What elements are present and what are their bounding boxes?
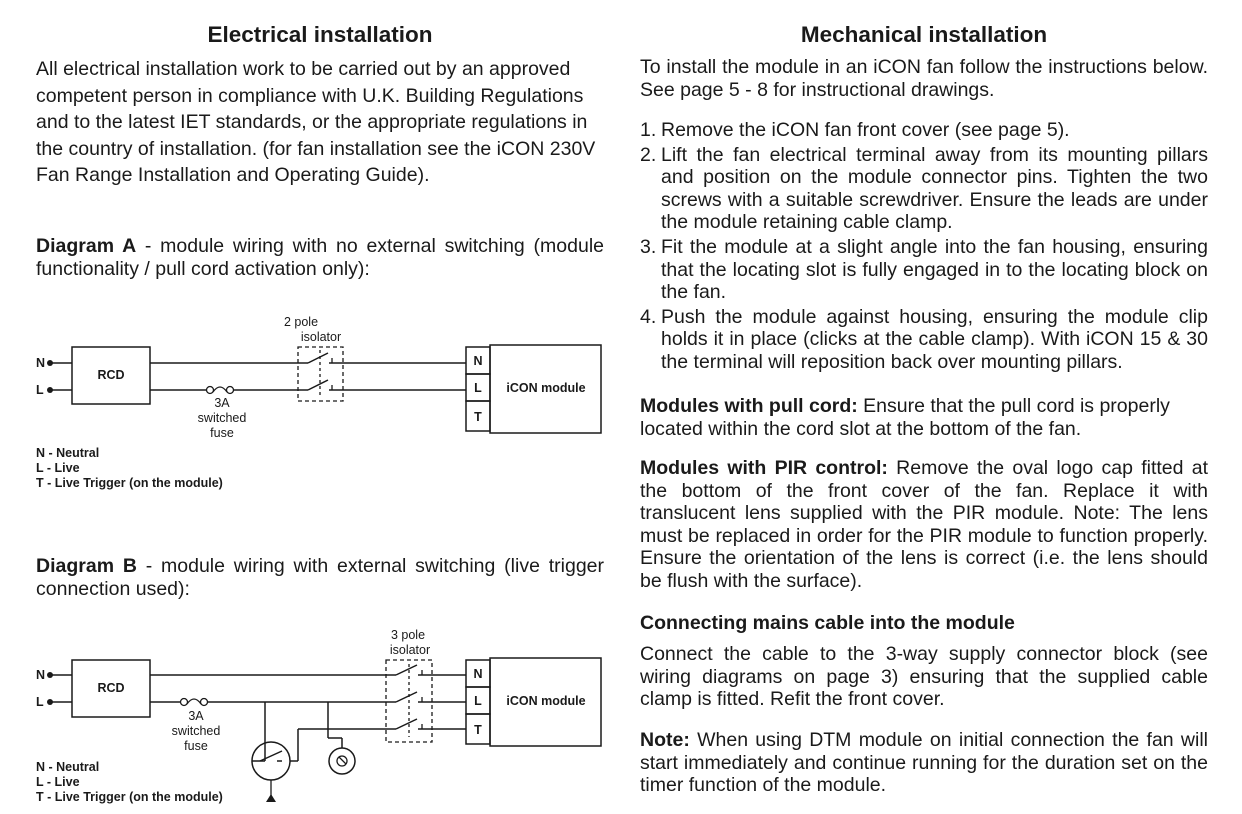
diagram-b-fuse-symbol: [179, 697, 209, 707]
mains-cable-heading: Connecting mains cable into the module: [640, 612, 1015, 634]
diagram-a-fuse-label-1: 3A: [214, 396, 230, 410]
diagram-a-legend: N - Neutral L - Live T - Live Trigger (o…: [36, 446, 223, 490]
diagram-a-isolator-label-2: isolator: [301, 330, 341, 344]
diagram-a-isolator-label-1: 2 pole: [284, 315, 318, 329]
diagram-b-fuse-label-2: switched: [172, 724, 221, 738]
step-number: 4.: [640, 305, 657, 328]
note-paragraph: Note: When using DTM module on initial c…: [640, 729, 1208, 797]
diagram-b-terminal-t: T: [474, 723, 482, 737]
diagram-a-fuse-label-2: switched: [198, 411, 247, 425]
step-number: 2.: [640, 143, 657, 166]
diagram-b-legend-live: L - Live: [36, 774, 80, 789]
installation-step: 1.Remove the iCON fan front cover (see p…: [640, 119, 1208, 142]
step-text: Remove the iCON fan front cover (see pag…: [661, 119, 1070, 141]
diagram-a-legend-neutral: N - Neutral: [36, 446, 100, 460]
diagram-b-legend: N - Neutral L - Live T - Live Trigger (o…: [36, 760, 223, 804]
diagram-b-rcd-label: RCD: [97, 681, 124, 695]
note-label: Note:: [640, 729, 690, 751]
diagram-b-legend-neutral: N - Neutral: [36, 760, 100, 774]
electrical-installation-heading: Electrical installation: [207, 22, 433, 47]
diagram-a-terminal-t: T: [474, 410, 482, 424]
diagram-b-caption: Diagram B - module wiring with external …: [36, 555, 604, 600]
diagram-a-legend-live: L - Live: [36, 460, 80, 475]
diagram-b-rcd-box: [71, 659, 151, 718]
diagram-b-description: - module wiring with external switching …: [36, 555, 605, 600]
diagram-b-module-label: iCON module: [506, 694, 585, 708]
diagram-a-module-label: iCON module: [506, 381, 585, 395]
diagram-b-fuse-label-1: 3A: [188, 709, 204, 723]
pull-cord-label: Modules with pull cord:: [640, 395, 858, 417]
installation-step: 2.Lift the fan electrical terminal away …: [640, 144, 1208, 234]
mechanical-installation-heading: Mechanical installation: [800, 22, 1048, 47]
diagram-b-terminal-l: L: [474, 694, 482, 708]
diagram-a-l-label: L: [36, 383, 44, 397]
diagram-a-label: Diagram A: [36, 235, 137, 257]
diagram-b-fuse-label-3: fuse: [184, 739, 208, 753]
step-number: 3.: [640, 235, 657, 258]
diagram-b-legend-trigger: T - Live Trigger (on the module): [36, 789, 223, 804]
diagram-a-rcd-box: [71, 346, 151, 405]
diagram-b-pir-sensor-symbol: [328, 747, 356, 775]
diagram-a-legend-trigger: T - Live Trigger (on the module): [36, 475, 223, 490]
installation-step: 3.Fit the module at a slight angle into …: [640, 236, 1208, 304]
installation-steps-list: 1.Remove the iCON fan front cover (see p…: [640, 119, 1208, 376]
diagram-b-module-box: [489, 657, 602, 747]
diagram-b-isolator-label-2: isolator: [390, 643, 430, 657]
pir-control-paragraph: Modules with PIR control: Remove the ova…: [640, 457, 1208, 593]
diagram-a-fuse-symbol: [205, 385, 235, 395]
diagram-b-ceiling-switch-symbol: [251, 741, 291, 802]
step-text: Fit the module at a slight angle into th…: [661, 235, 1208, 304]
diagram-b-terminal-n: N: [473, 667, 482, 681]
diagram-b-isolator-label-1: 3 pole: [391, 628, 425, 642]
electrical-intro-paragraph: All electrical installation work to be c…: [36, 58, 596, 187]
diagram-a-terminal-l: L: [474, 381, 482, 395]
mechanical-intro-paragraph: To install the module in an iCON fan fol…: [640, 56, 1208, 101]
diagram-a-isolator-switch: [297, 346, 344, 402]
step-number: 1.: [640, 119, 657, 141]
diagram-b-wiring: 3 pole isolator N L RCD 3A switched fuse: [36, 628, 602, 802]
note-text: When using DTM module on initial connect…: [640, 729, 1208, 797]
step-text: Push the module against housing, ensurin…: [661, 305, 1208, 373]
pir-control-text: Remove the oval logo cap fitted at the b…: [640, 457, 1208, 592]
diagram-a-wiring: 2 pole isolator N L RCD 3A switched fuse: [36, 315, 602, 440]
diagram-a-description: - module wiring with no external switchi…: [36, 235, 604, 280]
diagram-a-caption: Diagram A - module wiring with no extern…: [36, 235, 604, 280]
mains-cable-paragraph: Connect the cable to the 3-way supply co…: [640, 643, 1208, 711]
diagram-b-label: Diagram B: [36, 555, 137, 577]
pull-cord-paragraph: Modules with pull cord: Ensure that the …: [640, 395, 1208, 440]
diagram-b-isolator-switch: [385, 659, 433, 743]
diagram-a-n-label: N: [36, 356, 45, 370]
diagram-a-module-box: [489, 344, 602, 434]
diagram-a-terminal-n: N: [473, 354, 482, 368]
step-text: Lift the fan electrical terminal away fr…: [661, 143, 1208, 234]
diagram-a-fuse-label-3: fuse: [210, 426, 234, 440]
diagram-b-n-label: N: [36, 668, 45, 682]
diagram-a-rcd-label: RCD: [97, 368, 124, 382]
pir-control-label: Modules with PIR control:: [640, 457, 888, 479]
diagram-b-l-label: L: [36, 695, 44, 709]
pull-cord-text: Ensure that the pull cord is properly lo…: [640, 395, 1170, 440]
installation-step: 4.Push the module against housing, ensur…: [640, 306, 1208, 374]
